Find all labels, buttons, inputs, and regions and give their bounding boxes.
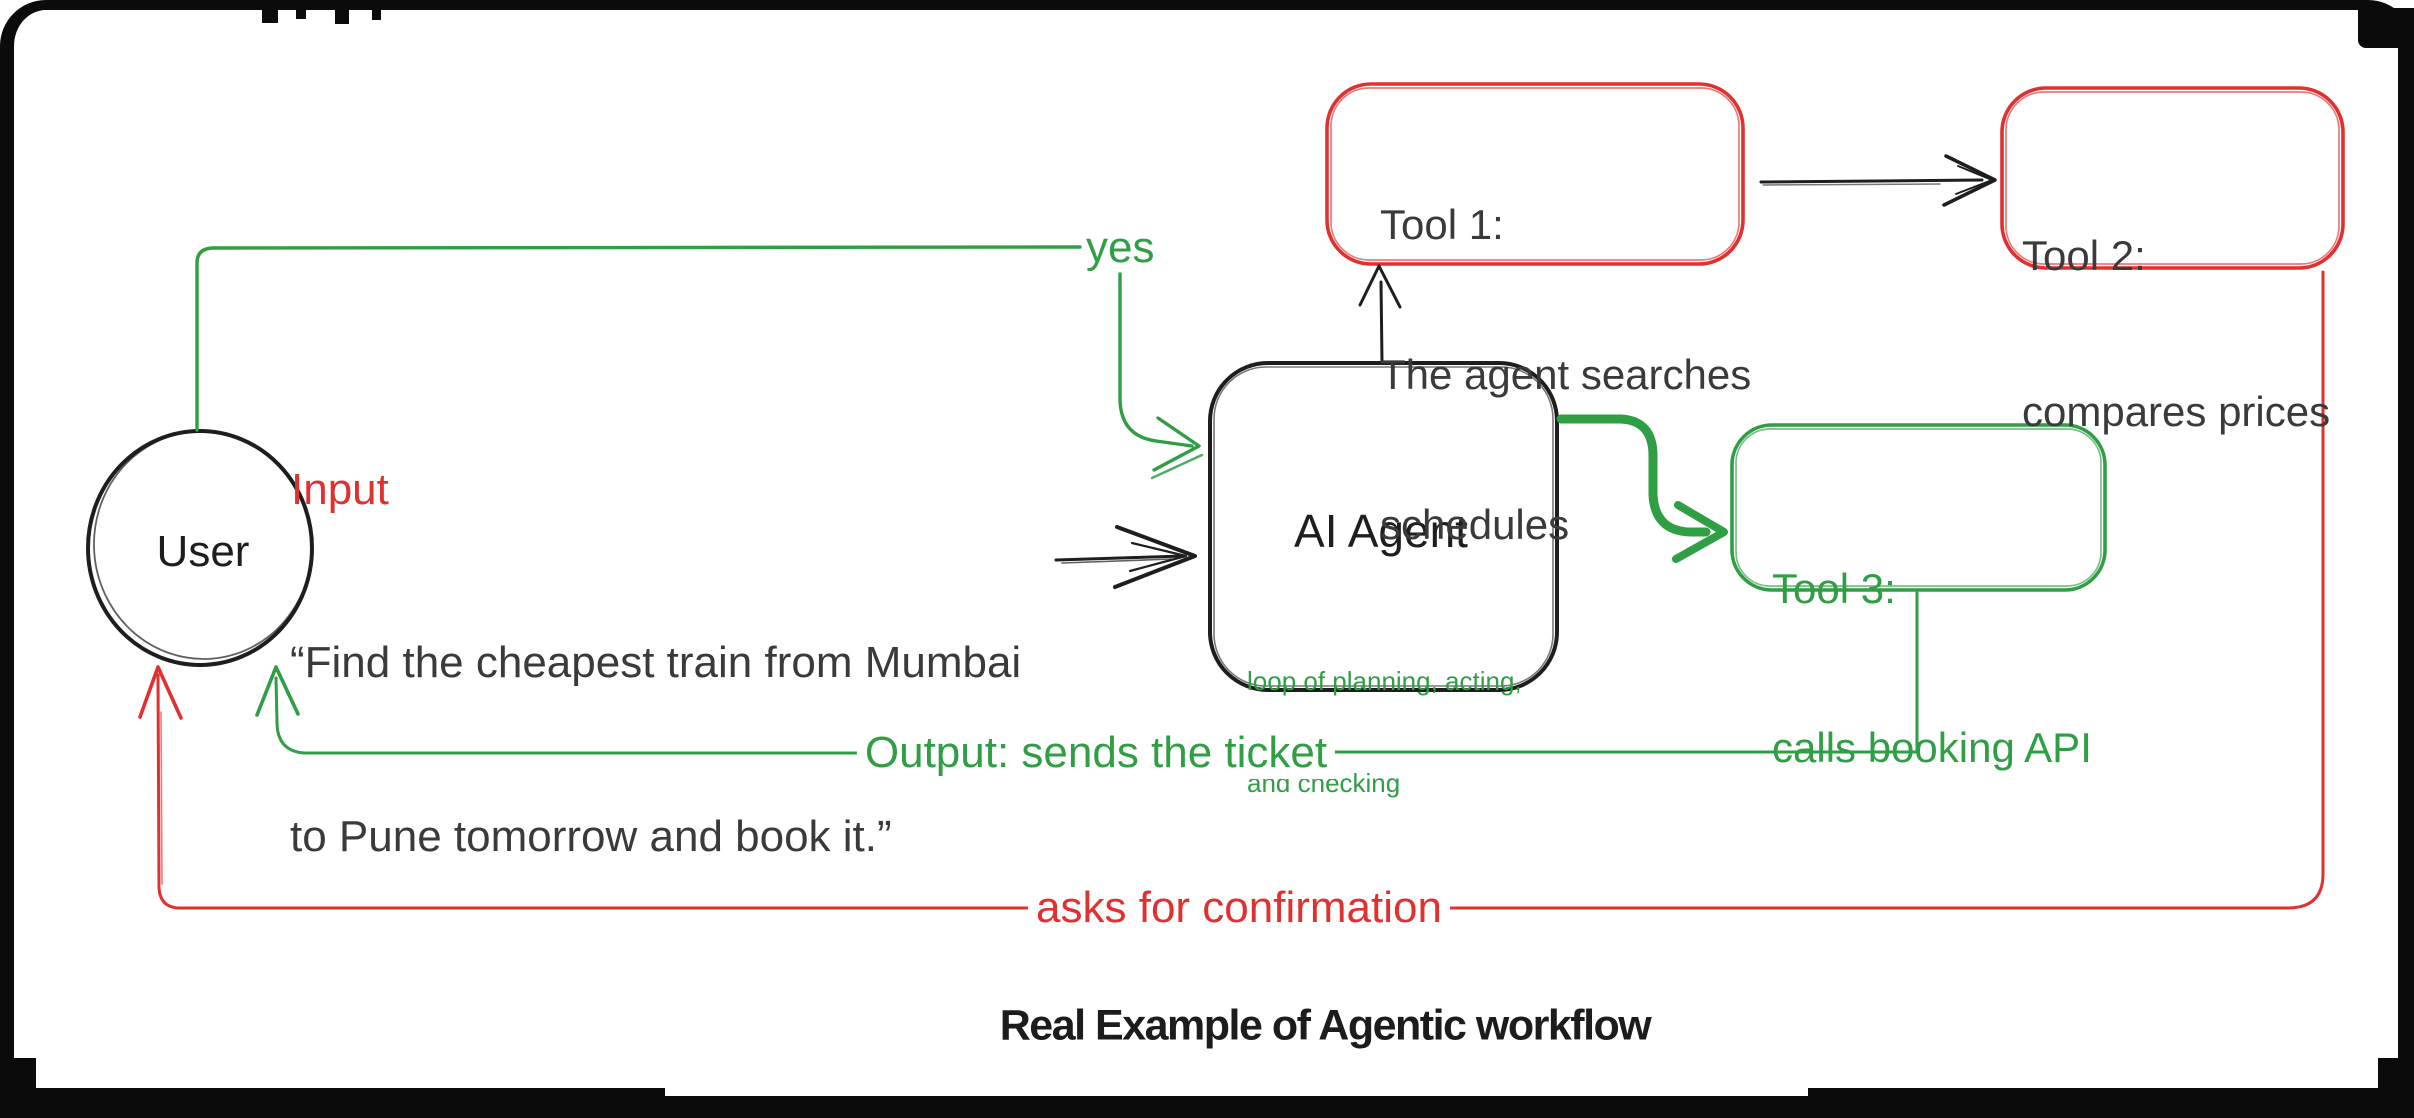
tool1-box	[1325, 82, 1745, 266]
input-quote: “Find the cheapest train from Mumbai to …	[290, 518, 1021, 982]
tool2-line2: compares prices	[2022, 388, 2331, 435]
tool1-label: Tool 1: The agent searches schedules	[1380, 100, 1751, 650]
output-label: Output: sends the ticket	[856, 727, 1336, 779]
input-quote-line2: to Pune tomorrow and book it.”	[290, 812, 892, 861]
agent-label: AI Agent	[1294, 504, 1468, 557]
tool1-line2: The agent searches	[1380, 351, 1752, 398]
edge-confirmation	[138, 270, 2325, 910]
edge-output	[255, 591, 1919, 755]
input-heading: Input	[291, 465, 389, 514]
tool1-line1: Tool 1:	[1380, 201, 1504, 248]
diagram-title: Real Example of Agentic workflow	[999, 1001, 1652, 1050]
input-quote-line1: “Find the cheapest train from Mumbai	[290, 638, 1022, 687]
tool2-line1: Tool 2:	[2022, 232, 2146, 279]
tool2-box	[2000, 86, 2345, 270]
confirmation-label: asks for confirmation	[1028, 882, 1450, 934]
input-arrow	[1054, 525, 1197, 589]
agent-note-line1: loop of planning, acting,	[1247, 666, 1522, 696]
arrow-tool1-to-tool2	[1759, 154, 1997, 207]
yes-label: yes	[1086, 223, 1155, 272]
user-circle	[86, 429, 314, 667]
arrow-agent-to-tool3	[1556, 414, 1728, 563]
arrow-agent-to-tool1	[1358, 264, 1402, 364]
tool2-label: Tool 2: compares prices	[2022, 126, 2330, 542]
tool3-line1: Tool 3:	[1772, 565, 1896, 612]
tool3-box	[1730, 423, 2107, 592]
edge-yes	[195, 245, 1204, 480]
tool3-line2: calls booking API	[1772, 724, 2092, 771]
agent-box	[1208, 361, 1559, 692]
agent-note: loop of planning, acting, and checking	[1247, 596, 1522, 868]
tool3-label: Tool 3: calls booking API	[1772, 456, 2092, 880]
tool1-line3: schedules	[1380, 501, 1570, 548]
user-label: User	[156, 527, 250, 577]
